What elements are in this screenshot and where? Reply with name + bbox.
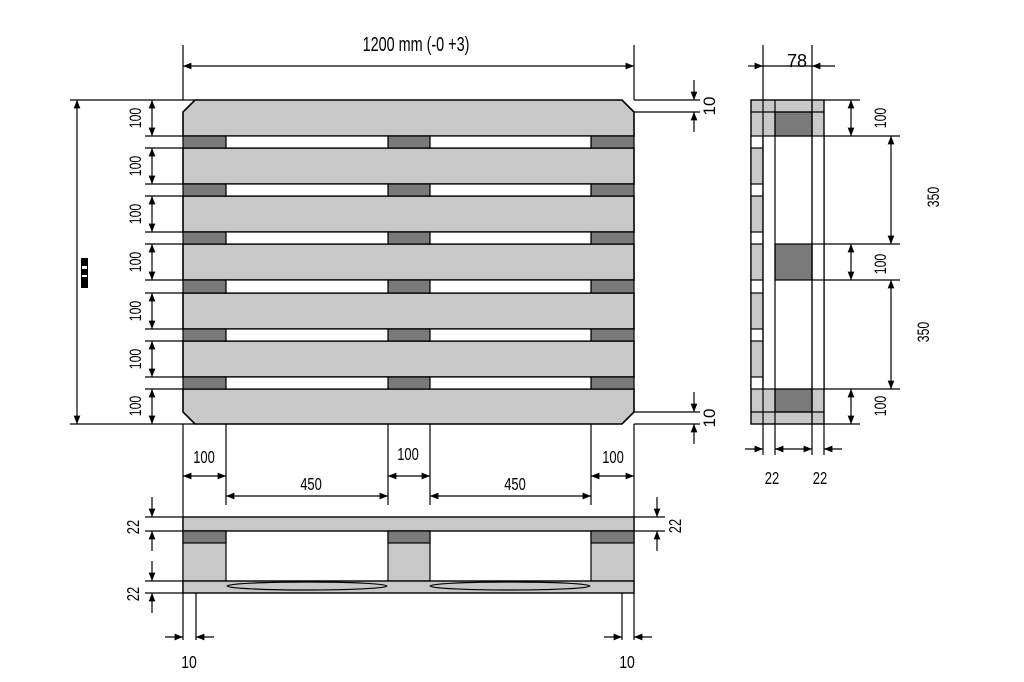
gap-blocks xyxy=(182,135,635,390)
bottom-left-label: 10 xyxy=(181,652,197,672)
front-left-top-label: 22 xyxy=(124,520,144,534)
side-bottom-label-right: 22 xyxy=(813,469,827,489)
top-board-2 xyxy=(182,147,635,185)
board-width-label-2: 100 xyxy=(127,156,145,176)
span-right-label: 450 xyxy=(504,475,526,495)
top-view: 1200 mm (-0 +3) 100 100 100 100 100 xyxy=(70,33,719,640)
side-depth-label: 78 xyxy=(787,51,807,71)
front-block-left-top xyxy=(182,530,227,544)
front-cutout-left xyxy=(226,581,388,591)
block-width-left-label: 100 xyxy=(193,448,215,468)
front-cutout-right xyxy=(429,581,591,591)
side-boards xyxy=(750,147,764,378)
block-width-mid-label: 100 xyxy=(397,445,419,465)
top-board-6 xyxy=(182,340,635,378)
side-bottom-label-left: 22 xyxy=(765,469,779,489)
front-view-extensions xyxy=(145,516,665,640)
block-width-right-label: 100 xyxy=(602,448,624,468)
width-dimension-label: 1200 mm (-0 +3) xyxy=(363,33,470,56)
board-width-label-7: 100 xyxy=(127,396,145,416)
side-right-label-1: 100 xyxy=(872,108,890,128)
side-right-label-4: 350 xyxy=(915,322,933,342)
front-left-dimensions xyxy=(148,497,661,613)
side-right-label-5: 100 xyxy=(872,396,890,416)
board-width-dimensions: 100 100 100 100 100 100 100 xyxy=(127,100,156,424)
front-view: 22 22 22 10 10 xyxy=(124,497,686,672)
side-right-dimensions xyxy=(847,100,895,424)
front-right-label: 22 xyxy=(666,519,686,533)
top-board-4 xyxy=(182,243,635,281)
top-board-5 xyxy=(182,292,635,330)
side-block-bottom xyxy=(774,388,813,413)
edge-gap-bottom-label: 10 xyxy=(700,409,719,428)
side-right-label-2: 350 xyxy=(925,187,943,207)
side-view-extensions xyxy=(762,45,900,455)
side-view: 78 100 350 100 350 100 22 22 xyxy=(745,45,944,489)
board-width-label-4: 100 xyxy=(127,252,145,272)
board-width-label-5: 100 xyxy=(127,301,145,321)
edge-gap-top-label: 10 xyxy=(700,97,719,116)
top-board-3 xyxy=(182,195,635,233)
span-left-label: 450 xyxy=(300,475,322,495)
side-block-mid xyxy=(774,243,813,281)
front-left-bottom-label: 22 xyxy=(124,587,144,601)
side-block-top xyxy=(774,111,813,137)
top-board-1 xyxy=(182,99,635,137)
bottom-right-label: 10 xyxy=(619,652,635,672)
side-right-label-3: 100 xyxy=(872,254,890,274)
board-width-label-6: 100 xyxy=(127,349,145,369)
span-dimensions xyxy=(183,472,634,500)
board-width-label-3: 100 xyxy=(127,204,145,224)
board-width-label-1: 100 xyxy=(127,108,145,128)
front-top-board xyxy=(182,516,635,532)
front-block-right-top xyxy=(590,530,635,544)
top-board-7 xyxy=(182,388,635,425)
front-block-mid-top xyxy=(387,530,431,544)
depth-dimension-mark xyxy=(81,258,88,288)
